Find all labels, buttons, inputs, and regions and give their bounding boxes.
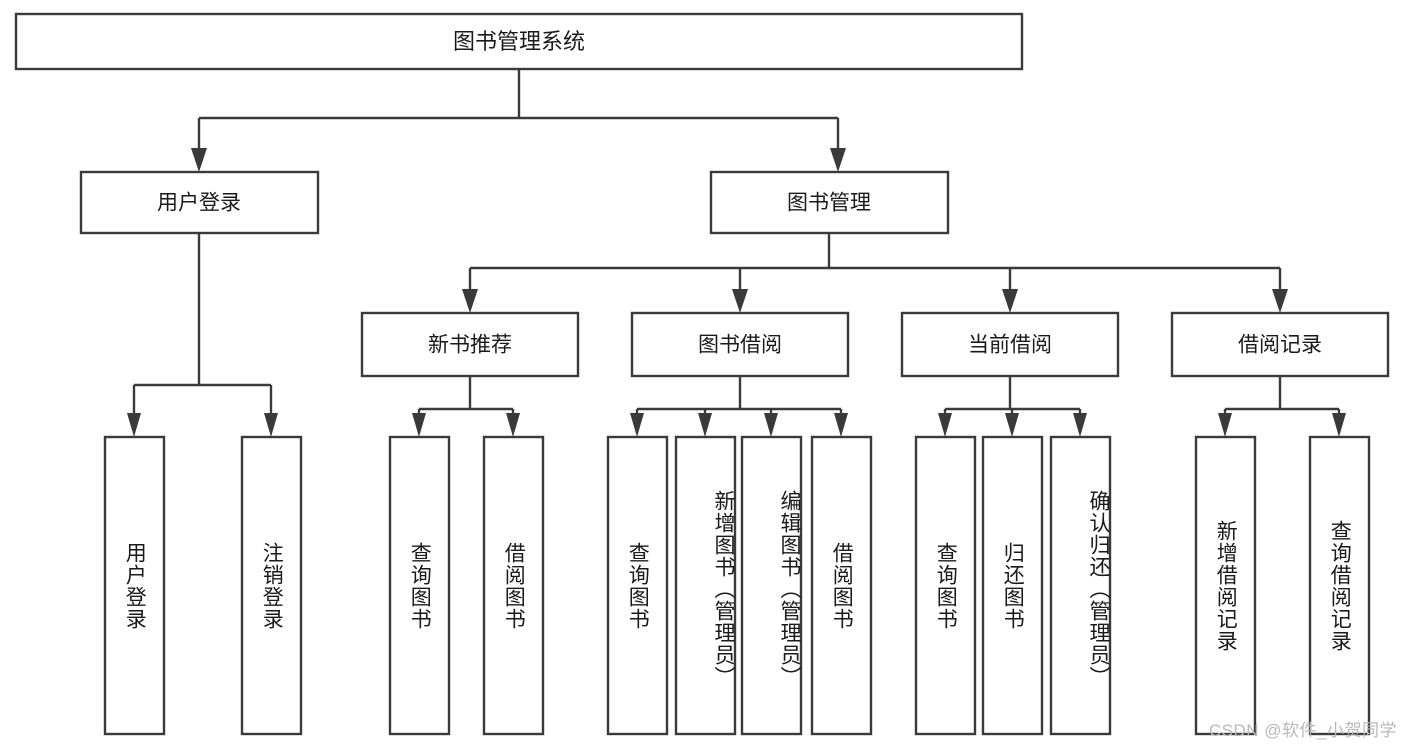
arrow-head-icon [1073,413,1087,437]
connector-root-to-level1 [191,69,846,172]
leaf-box-user-login-login[interactable] [103,435,166,736]
leaf-box-record-add[interactable] [1194,435,1257,736]
node-book-management-label: 图书管理 [787,192,871,215]
leaf-box-current-return[interactable] [981,435,1044,736]
csdn-watermark: CSDN @软件_小贺同学 [1208,721,1397,740]
node-new-book-recommend-label: 新书推荐 [428,334,512,357]
node-root-box[interactable] [14,12,1024,71]
arrow-head-icon [462,289,478,313]
arrow-head-icon [1005,413,1019,437]
arrow-head-icon [264,413,278,437]
node-book-borrow-label: 图书借阅 [698,334,782,357]
connector-new-book-recommend-to-leaves [412,376,520,437]
node-new-book-recommend[interactable]: 新书推荐 [360,311,580,378]
leaf-box-record-query[interactable] [1308,435,1371,736]
arrow-head-icon [191,148,207,172]
arrow-head-icon [630,413,644,437]
leaf-box-current-confirm[interactable] [1049,435,1112,736]
node-book-management[interactable]: 图书管理 [709,170,950,235]
connector-book-borrow-to-leaves [630,376,848,437]
leaf-box-borrow-query[interactable] [606,435,669,736]
arrow-head-icon [764,413,778,437]
arrow-head-icon [732,289,748,313]
node-new-book-recommend-box[interactable] [360,311,580,378]
arrow-head-icon [698,413,712,437]
node-borrow-record-label: 借阅记录 [1238,334,1322,357]
leaf-box-borrow-add[interactable] [674,435,737,736]
leaf-box-current-query[interactable] [914,435,977,736]
connector-borrow-record-to-leaves [1218,376,1346,437]
connector-current-borrow-to-leaves [938,376,1087,437]
arrow-head-icon [938,413,952,437]
node-user-login[interactable]: 用户登录 [79,170,320,235]
node-user-login-box[interactable] [79,170,320,235]
node-borrow-record[interactable]: 借阅记录 [1170,311,1390,378]
arrow-head-icon [830,148,846,172]
arrow-head-icon [506,413,520,437]
arrow-head-icon [412,413,426,437]
node-user-login-label: 用户登录 [157,192,241,215]
leaf-box-recommend-query[interactable] [388,435,451,736]
connector-book-management-to-level2 [462,233,1288,313]
arrow-head-icon [1218,413,1232,437]
leaf-box-user-login-logout[interactable] [240,435,303,736]
node-current-borrow[interactable]: 当前借阅 [900,311,1120,378]
arrow-head-icon [1002,289,1018,313]
arrow-head-icon [127,413,141,437]
node-current-borrow-label: 当前借阅 [968,334,1052,357]
leaf-box-borrow-edit[interactable] [740,435,803,736]
node-current-borrow-box[interactable] [900,311,1120,378]
node-root[interactable]: 图书管理系统 [14,12,1024,71]
node-book-borrow[interactable]: 图书借阅 [630,311,850,378]
arrow-head-icon [1332,413,1346,437]
arrow-head-icon [834,413,848,437]
node-root-label: 图书管理系统 [453,29,585,54]
leaf-box-borrow-lend[interactable] [810,435,873,736]
arrow-head-icon [1272,289,1288,313]
leaf-box-recommend-borrow[interactable] [482,435,545,736]
connector-user-login-to-leaves [127,233,278,437]
